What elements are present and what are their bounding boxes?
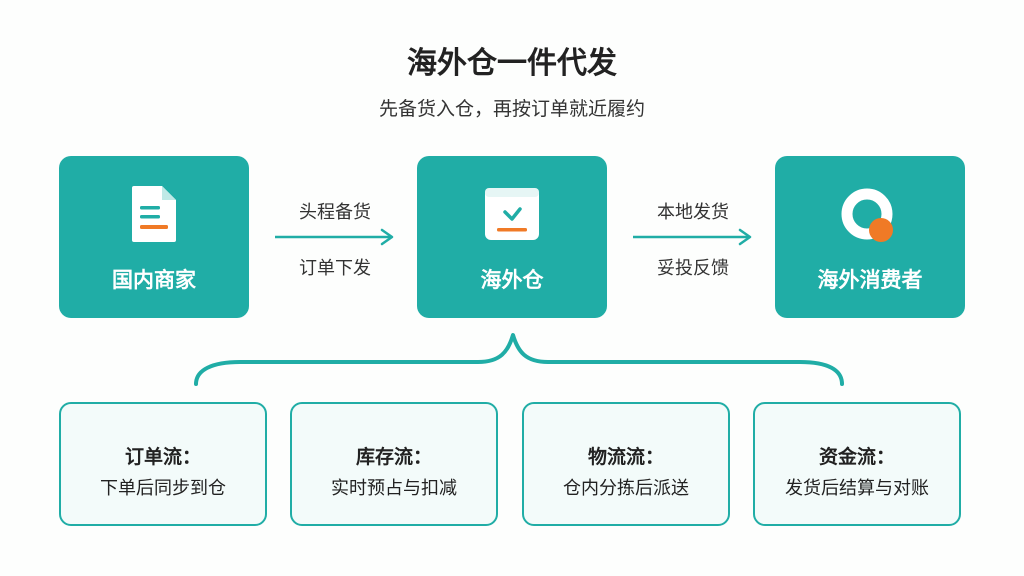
card-title: 物流流：	[587, 446, 664, 468]
flow-label-local-delivery: 本地发货	[657, 202, 729, 223]
card-logistics-flow: 物流流： 仓内分拣后派送	[522, 402, 730, 526]
card-order-flow: 订单流： 下单后同步到仓	[59, 402, 267, 526]
card-desc: 实时预占与扣减	[331, 478, 457, 499]
arrow-right-icon	[633, 228, 752, 246]
document-icon	[132, 186, 176, 242]
card-desc: 仓内分拣后派送	[563, 478, 689, 499]
card-title: 库存流：	[355, 446, 432, 468]
card-title: 订单流：	[124, 446, 201, 468]
diagram-title: 海外仓一件代发	[407, 46, 617, 81]
flow-label-first-mile: 头程备货	[299, 202, 371, 223]
card-desc: 发货后结算与对账	[785, 478, 929, 499]
consumer-icon	[841, 188, 893, 242]
node-overseas-warehouse: 海外仓	[417, 156, 607, 318]
flow-label-order-dispatch: 订单下发	[299, 258, 371, 279]
node-label: 海外仓	[480, 268, 544, 292]
arrow-right-icon	[275, 228, 394, 246]
card-cashflow: 资金流： 发货后结算与对账	[753, 402, 961, 526]
node-overseas-consumer: 海外消费者	[775, 156, 965, 318]
card-inventory-flow: 库存流： 实时预占与扣减	[290, 402, 498, 526]
inbox-icon	[485, 188, 539, 240]
card-title: 资金流：	[818, 446, 895, 468]
flow-label-delivery-feedback: 妥投反馈	[657, 258, 729, 279]
diagram-subtitle: 先备货入仓，再按订单就近履约	[378, 98, 645, 120]
card-desc: 下单后同步到仓	[100, 478, 226, 499]
node-label: 海外消费者	[817, 268, 923, 292]
node-label: 国内商家	[112, 268, 196, 292]
node-domestic-merchant: 国内商家	[59, 156, 249, 318]
